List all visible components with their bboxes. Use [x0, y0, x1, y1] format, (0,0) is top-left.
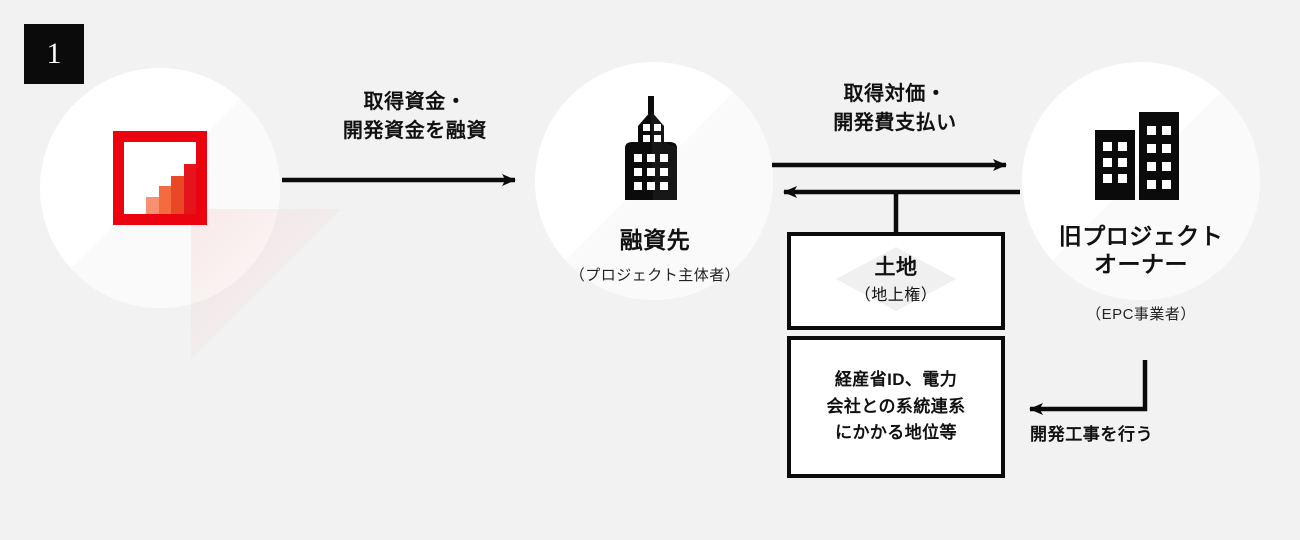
chart-bars: [146, 164, 196, 214]
node-subtitle-borrower: （プロジェクト主体者）: [569, 267, 741, 284]
chart-bar-4: [183, 164, 196, 214]
chart-bar-3: [171, 176, 184, 214]
step-number-badge: 1: [24, 24, 84, 84]
asset-box-land: 土地 （地上権）: [787, 232, 1005, 330]
twin-buildings-icon: [1095, 112, 1187, 200]
chart-bar-1: [146, 197, 159, 214]
arrow-label-consideration: 取得対価・ 開発費支払い: [833, 83, 957, 134]
chart-bar-2: [158, 186, 171, 214]
bar-chart-framed-icon: [113, 131, 341, 359]
tower-building-icon: [613, 96, 689, 200]
chart-frame: [113, 131, 207, 225]
asset-box-land-subtitle: （地上権）: [854, 286, 938, 304]
asset-box-land-title: 土地: [874, 256, 918, 280]
node-title-borrower: 融資先: [619, 227, 691, 253]
arrow-construction: [1029, 360, 1148, 415]
asset-box-rights: 経産省ID、電力 会社との系統連系 にかかる地位等: [787, 336, 1005, 478]
arrow-label-funding: 取得資金・ 開発資金を融資: [342, 91, 488, 142]
arrow-label-construction: 開発工事を行う: [1030, 425, 1154, 444]
asset-box-rights-body: 経産省ID、電力 会社との系統連系 にかかる地位等: [826, 370, 966, 443]
node-title-former-owner: 旧プロジェクト オーナー: [1058, 223, 1224, 278]
node-subtitle-former-owner: （EPC事業者）: [1086, 306, 1196, 323]
